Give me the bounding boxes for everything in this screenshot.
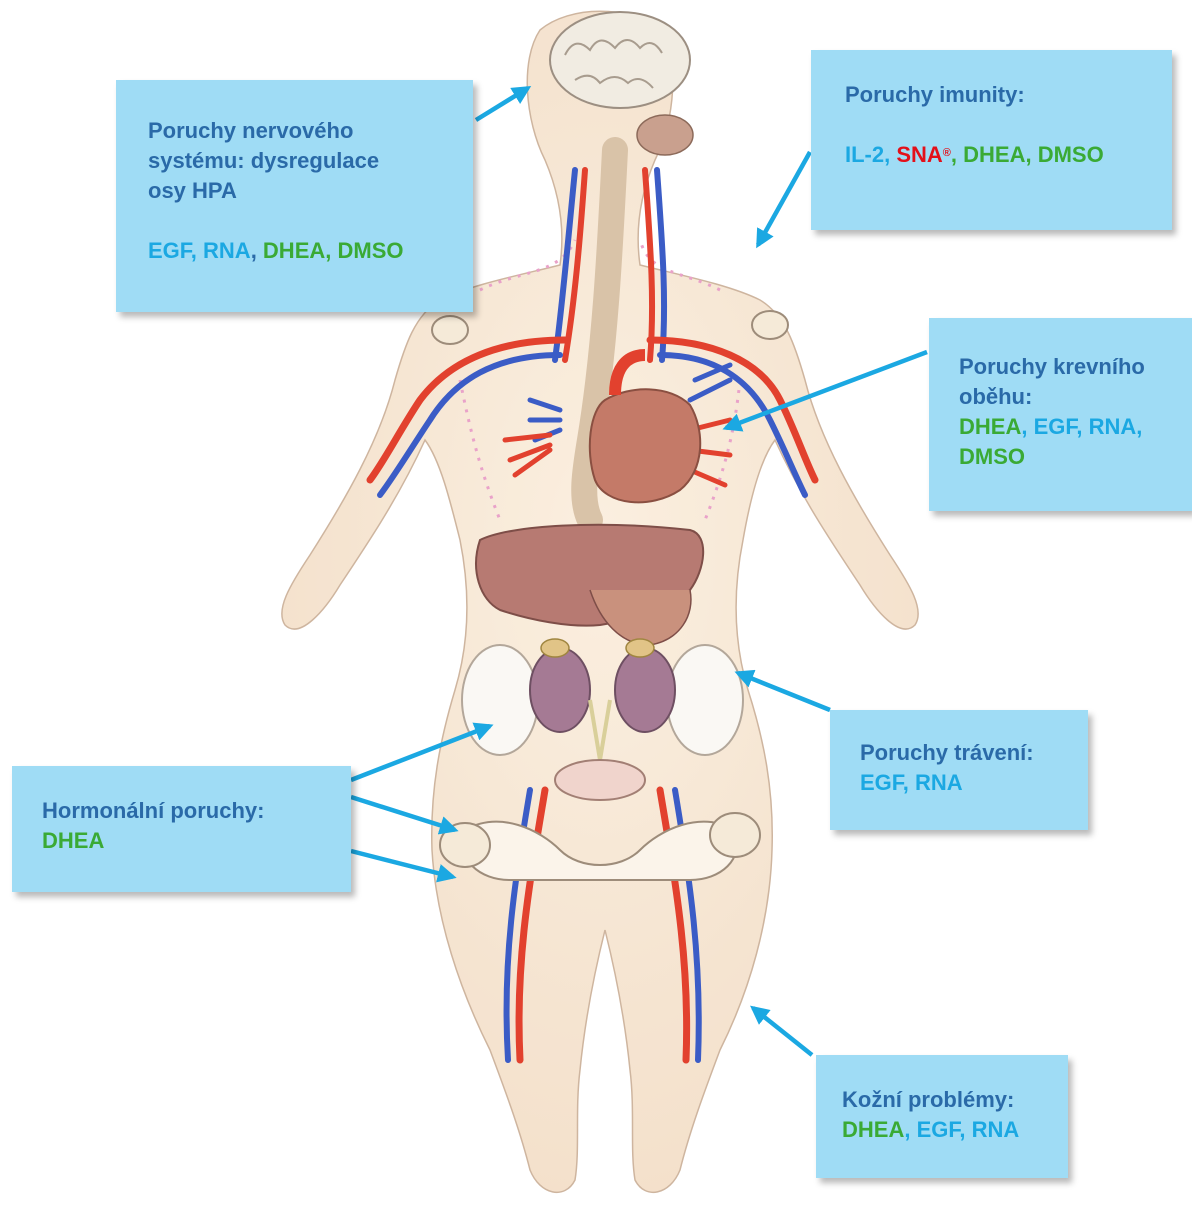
registered-mark: ® [943, 147, 951, 159]
nervous-treatments: EGF, RNA, DHEA, DMSO [148, 236, 443, 266]
treatment-text: DHEA [959, 414, 1021, 439]
treatment-text: DMSO [959, 444, 1025, 469]
treatment-text: IL-2, [845, 142, 896, 167]
nervous-title-line-1: Poruchy nervového [148, 116, 443, 146]
label-box-hormonal: Hormonální poruchy: DHEA [12, 766, 351, 892]
treatment-text: DHEA, DMSO [263, 238, 404, 263]
digestion-treatments: EGF, RNA [860, 768, 1078, 798]
treatment-text: DHEA [842, 1117, 904, 1142]
hormonal-treatments: DHEA [42, 826, 341, 856]
arrow-skin [753, 1008, 812, 1055]
treatment-text: , DHEA, DMSO [951, 142, 1104, 167]
label-box-digestion: Poruchy trávení: EGF, RNA [830, 710, 1088, 830]
blood-title-line-1: Poruchy krevního [959, 352, 1182, 382]
digestion-title: Poruchy trávení: [860, 738, 1078, 768]
treatment-text: EGF, RNA [148, 238, 251, 263]
treatment-text: SNA [896, 142, 942, 167]
label-box-skin: Kožní problémy: DHEA, EGF, RNA [816, 1055, 1068, 1178]
treatment-text: EGF, RNA [860, 770, 963, 795]
arrow-nervous [476, 88, 528, 120]
immunity-treatments: IL-2, SNA®, DHEA, DMSO [845, 140, 1152, 170]
hormonal-title: Hormonální poruchy: [42, 796, 341, 826]
label-box-blood-circulation: Poruchy krevního oběhu: DHEA, EGF, RNA,D… [929, 318, 1192, 511]
immunity-title: Poruchy imunity: [845, 80, 1152, 110]
treatment-text: , EGF, RNA, [1021, 414, 1142, 439]
arrow-immunity [758, 152, 810, 245]
skin-title: Kožní problémy: [842, 1085, 1058, 1115]
label-box-immunity: Poruchy imunity: IL-2, SNA®, DHEA, DMSO [811, 50, 1172, 230]
blood-treatments: DHEA, EGF, RNA, DMSO [959, 412, 1182, 472]
blood-title-line-2: oběhu: [959, 382, 1182, 412]
nervous-title-line-2: systému: dysregulace [148, 146, 443, 176]
label-box-nervous-system: Poruchy nervového systému: dysregulace o… [116, 80, 473, 312]
treatment-text: , EGF, RNA [904, 1117, 1019, 1142]
treatment-separator: , [251, 238, 263, 263]
nervous-title-line-3: osy HPA [148, 176, 443, 206]
skin-treatments: DHEA, EGF, RNA [842, 1115, 1058, 1145]
treatment-text: DHEA [42, 828, 104, 853]
